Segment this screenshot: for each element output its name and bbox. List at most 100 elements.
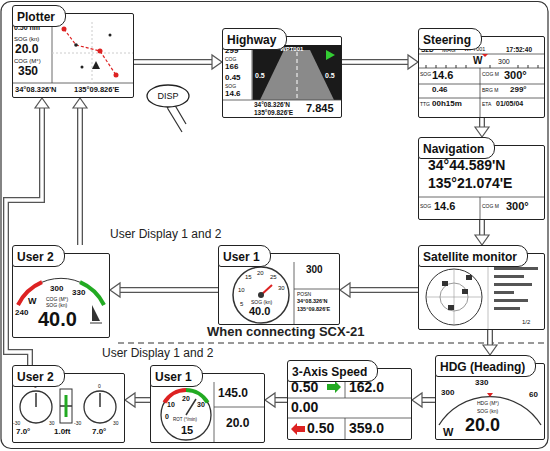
screen-value: W (443, 427, 453, 438)
diagram-note: When connecting SCX-21 (205, 325, 366, 339)
flow-arrow (110, 283, 218, 297)
screen-title: User 2 (17, 250, 54, 264)
screen-value: SOG (225, 84, 236, 89)
screen-value: 20.0 (226, 417, 249, 429)
screen-value: 0 (98, 384, 101, 389)
screen-title: 3-Axis Speed (292, 365, 367, 379)
screen-value: 330 (72, 289, 85, 297)
screen-value: 60 (529, 391, 538, 399)
flow-arrow (412, 393, 435, 407)
screen-value: 20.0 (15, 43, 38, 55)
screen-value: SOG (kn) (477, 409, 498, 414)
arrow-head (475, 127, 489, 137)
screen-value: 30 (113, 421, 119, 426)
screen-value: -30 (13, 421, 20, 426)
arrow-head (110, 283, 120, 297)
screen-panel: User 2W300330240COG (M°)SOG (kn)40.0 (12, 245, 110, 338)
screen-title: Satellite monitor (423, 250, 517, 264)
screen-title: Highway (227, 33, 276, 47)
screen-value: 40.0 (38, 309, 77, 329)
screen-value: SOG (420, 204, 431, 209)
flow-arrow (265, 393, 287, 407)
screen-value: 34°08.326'N (297, 299, 327, 305)
screen-value: SOG (kn) (251, 300, 272, 305)
screen-value: 14.6 (432, 70, 453, 81)
screen-value: 30 (197, 401, 205, 408)
screen-value: 30 (278, 285, 285, 291)
screen-value: 14.6 (225, 90, 241, 98)
screen-value: ROT (°/min) (173, 418, 197, 423)
screen-value: 1/2 (522, 319, 530, 325)
screen-value: 300 (441, 389, 454, 397)
flow-arrow (475, 118, 489, 137)
screen-panel: Plotter0.50 nmSOG (kn)20.0COG (M°)35034°… (12, 5, 134, 98)
screen-value: W (473, 56, 482, 66)
screen-value: 15 (181, 425, 193, 436)
arrow-head (212, 55, 222, 69)
screen-value: 350 (18, 65, 38, 77)
screen-value: ETA (482, 102, 491, 107)
arrow-head (265, 393, 275, 407)
screen-value: 25 (270, 274, 277, 280)
screen-value: 0.5 (325, 72, 335, 79)
screen-title: User 1 (223, 250, 260, 264)
screen-value: COG (225, 57, 236, 62)
screen-value: 20 (182, 395, 190, 402)
flow-arrow (342, 55, 418, 69)
screen-value: 1.0ft (54, 428, 70, 436)
screen-value: 7.845 (306, 103, 334, 114)
title-tab: Highway (222, 28, 287, 50)
screen-panel: User 151015202530SOG (kn)40.0300POSN34°0… (218, 245, 340, 325)
screen-value: 10 (238, 287, 245, 293)
screen-value: 7.0° (16, 428, 30, 436)
flow-arrow (340, 283, 418, 297)
screen-value: 299° (510, 86, 527, 94)
screen-title: User 1 (155, 370, 192, 384)
arrow-head (483, 345, 497, 355)
screen-value: 300 (498, 58, 510, 65)
screen-title: Steering (423, 33, 471, 47)
screen-value: 300° (506, 201, 529, 212)
screen-value: 34°08.326'N (254, 102, 290, 109)
screen-value: 0.45 (225, 74, 241, 82)
arrow-head (408, 55, 418, 69)
title-tab: User 1 (218, 245, 271, 267)
diagram-note: User Display 1 and 2 (108, 228, 223, 241)
screen-value: 0.46 (432, 86, 448, 94)
screen-value: 20.0 (465, 416, 500, 434)
screen-value: POSN (297, 292, 311, 297)
screen-value: SOG (kn) (46, 303, 67, 308)
screen-value: 17:52:40 (506, 47, 532, 54)
screen-value: 0.00 (291, 400, 318, 414)
screen-value: 166 (225, 63, 238, 71)
title-tab: 3-Axis Speed (287, 360, 378, 382)
title-tab: Satellite monitor (418, 245, 528, 267)
screen-value: COG (M°) (46, 297, 68, 302)
screen-value: 15 (245, 274, 252, 280)
screen-value: COG (M°) (14, 58, 41, 64)
screen-panel: HighwayWPT001299COG1660.45SOG14.60.50.53… (222, 28, 342, 118)
screen-value: 135°09.826'E (74, 86, 119, 94)
arrow-head (412, 393, 422, 407)
title-tab: User 2 (12, 365, 65, 387)
arrow-head (35, 98, 49, 108)
screen-value: 34°44.589'N (428, 158, 505, 172)
screen-value: 0.50 (307, 421, 334, 435)
screen-value: 135°09.826'E (297, 307, 330, 313)
title-tab: HDG (Heading) (435, 355, 536, 377)
screen-value: 0 (165, 413, 169, 420)
title-tab: Navigation (418, 137, 495, 159)
screen-value: SOG (kn) (14, 36, 39, 42)
flow-arrow (125, 393, 150, 407)
screen-value: SOG (420, 72, 431, 77)
screen-value: 330 (475, 379, 488, 387)
screen-title: Plotter (17, 10, 55, 24)
screen-value: 20 (257, 270, 264, 276)
flow-arrow (475, 220, 489, 245)
screen-value: 300 (50, 285, 63, 293)
screen-value: 0.50 (291, 380, 318, 394)
screen-title: Navigation (423, 142, 484, 156)
screen-value: 145.0 (218, 387, 248, 399)
arrow-head (475, 235, 489, 245)
screen-value: 162.0 (349, 380, 384, 394)
